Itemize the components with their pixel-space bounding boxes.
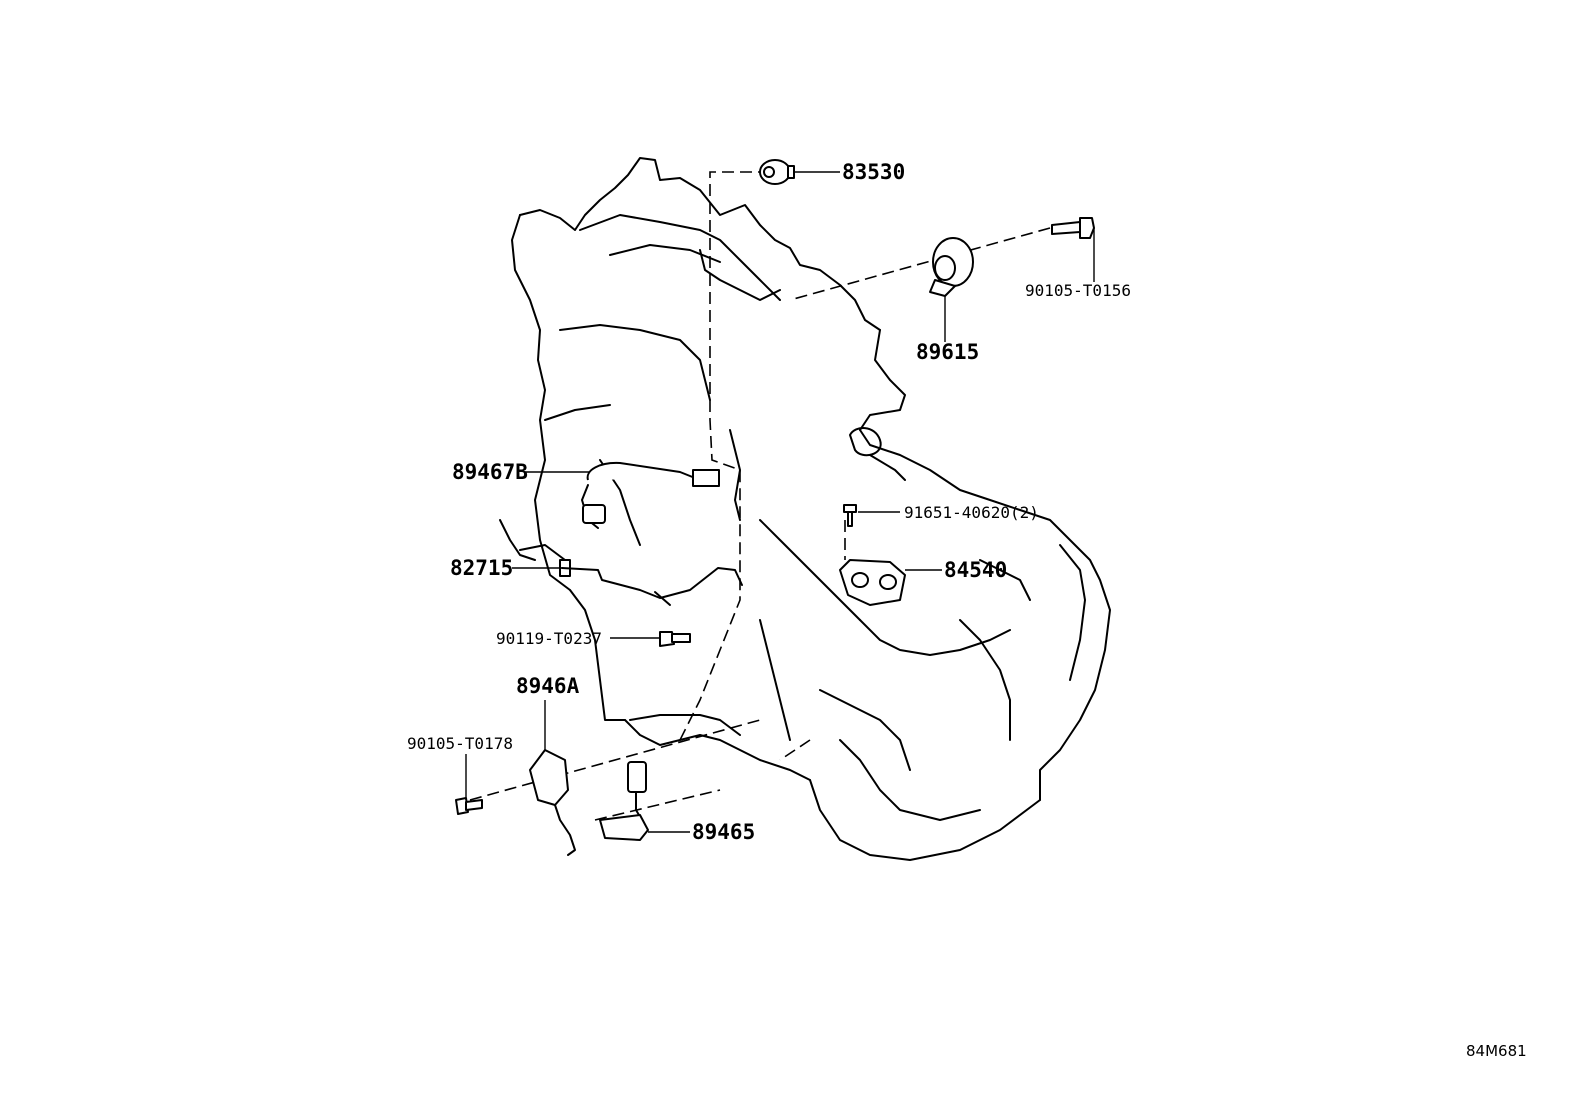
diagram-code: 84M681 (1466, 1042, 1527, 1060)
leader-lines (465, 171, 1095, 833)
part-90105-T0156-bolt[interactable] (1051, 217, 1095, 239)
assembly-dash-lines (469, 171, 1051, 821)
label-8946A[interactable]: 8946A (516, 674, 580, 698)
part-83530-switch[interactable] (759, 159, 795, 185)
label-89465[interactable]: 89465 (692, 820, 755, 844)
part-91651-bolt[interactable] (843, 504, 857, 527)
part-84540-switch[interactable] (839, 559, 906, 606)
label-91651-40620[interactable]: 91651-40620(2) (904, 503, 1039, 522)
label-83530[interactable]: 83530 (842, 160, 905, 184)
part-89467B-oxygen-sensor[interactable] (581, 461, 720, 529)
part-89465-sensor[interactable] (599, 761, 649, 841)
label-90105-T0178[interactable]: 90105-T0178 (407, 734, 513, 753)
part-labels: 83530 90105-T0156 89615 89467B 91651-406… (407, 160, 1527, 1060)
label-89467B[interactable]: 89467B (452, 460, 528, 484)
part-90105-T0178-bolt[interactable] (455, 797, 483, 815)
engine-outline (499, 157, 1111, 861)
label-90119-T0237[interactable]: 90119-T0237 (496, 629, 602, 648)
label-84540[interactable]: 84540 (944, 558, 1007, 582)
part-89615-sensor[interactable] (929, 237, 974, 297)
part-82715-bracket[interactable] (559, 559, 743, 606)
label-82715[interactable]: 82715 (450, 556, 513, 580)
label-89615[interactable]: 89615 (916, 340, 979, 364)
label-90105-T0156[interactable]: 90105-T0156 (1025, 281, 1131, 300)
part-8946A-sensor[interactable] (529, 749, 576, 856)
part-90119-T0237-bolt[interactable] (659, 631, 691, 647)
